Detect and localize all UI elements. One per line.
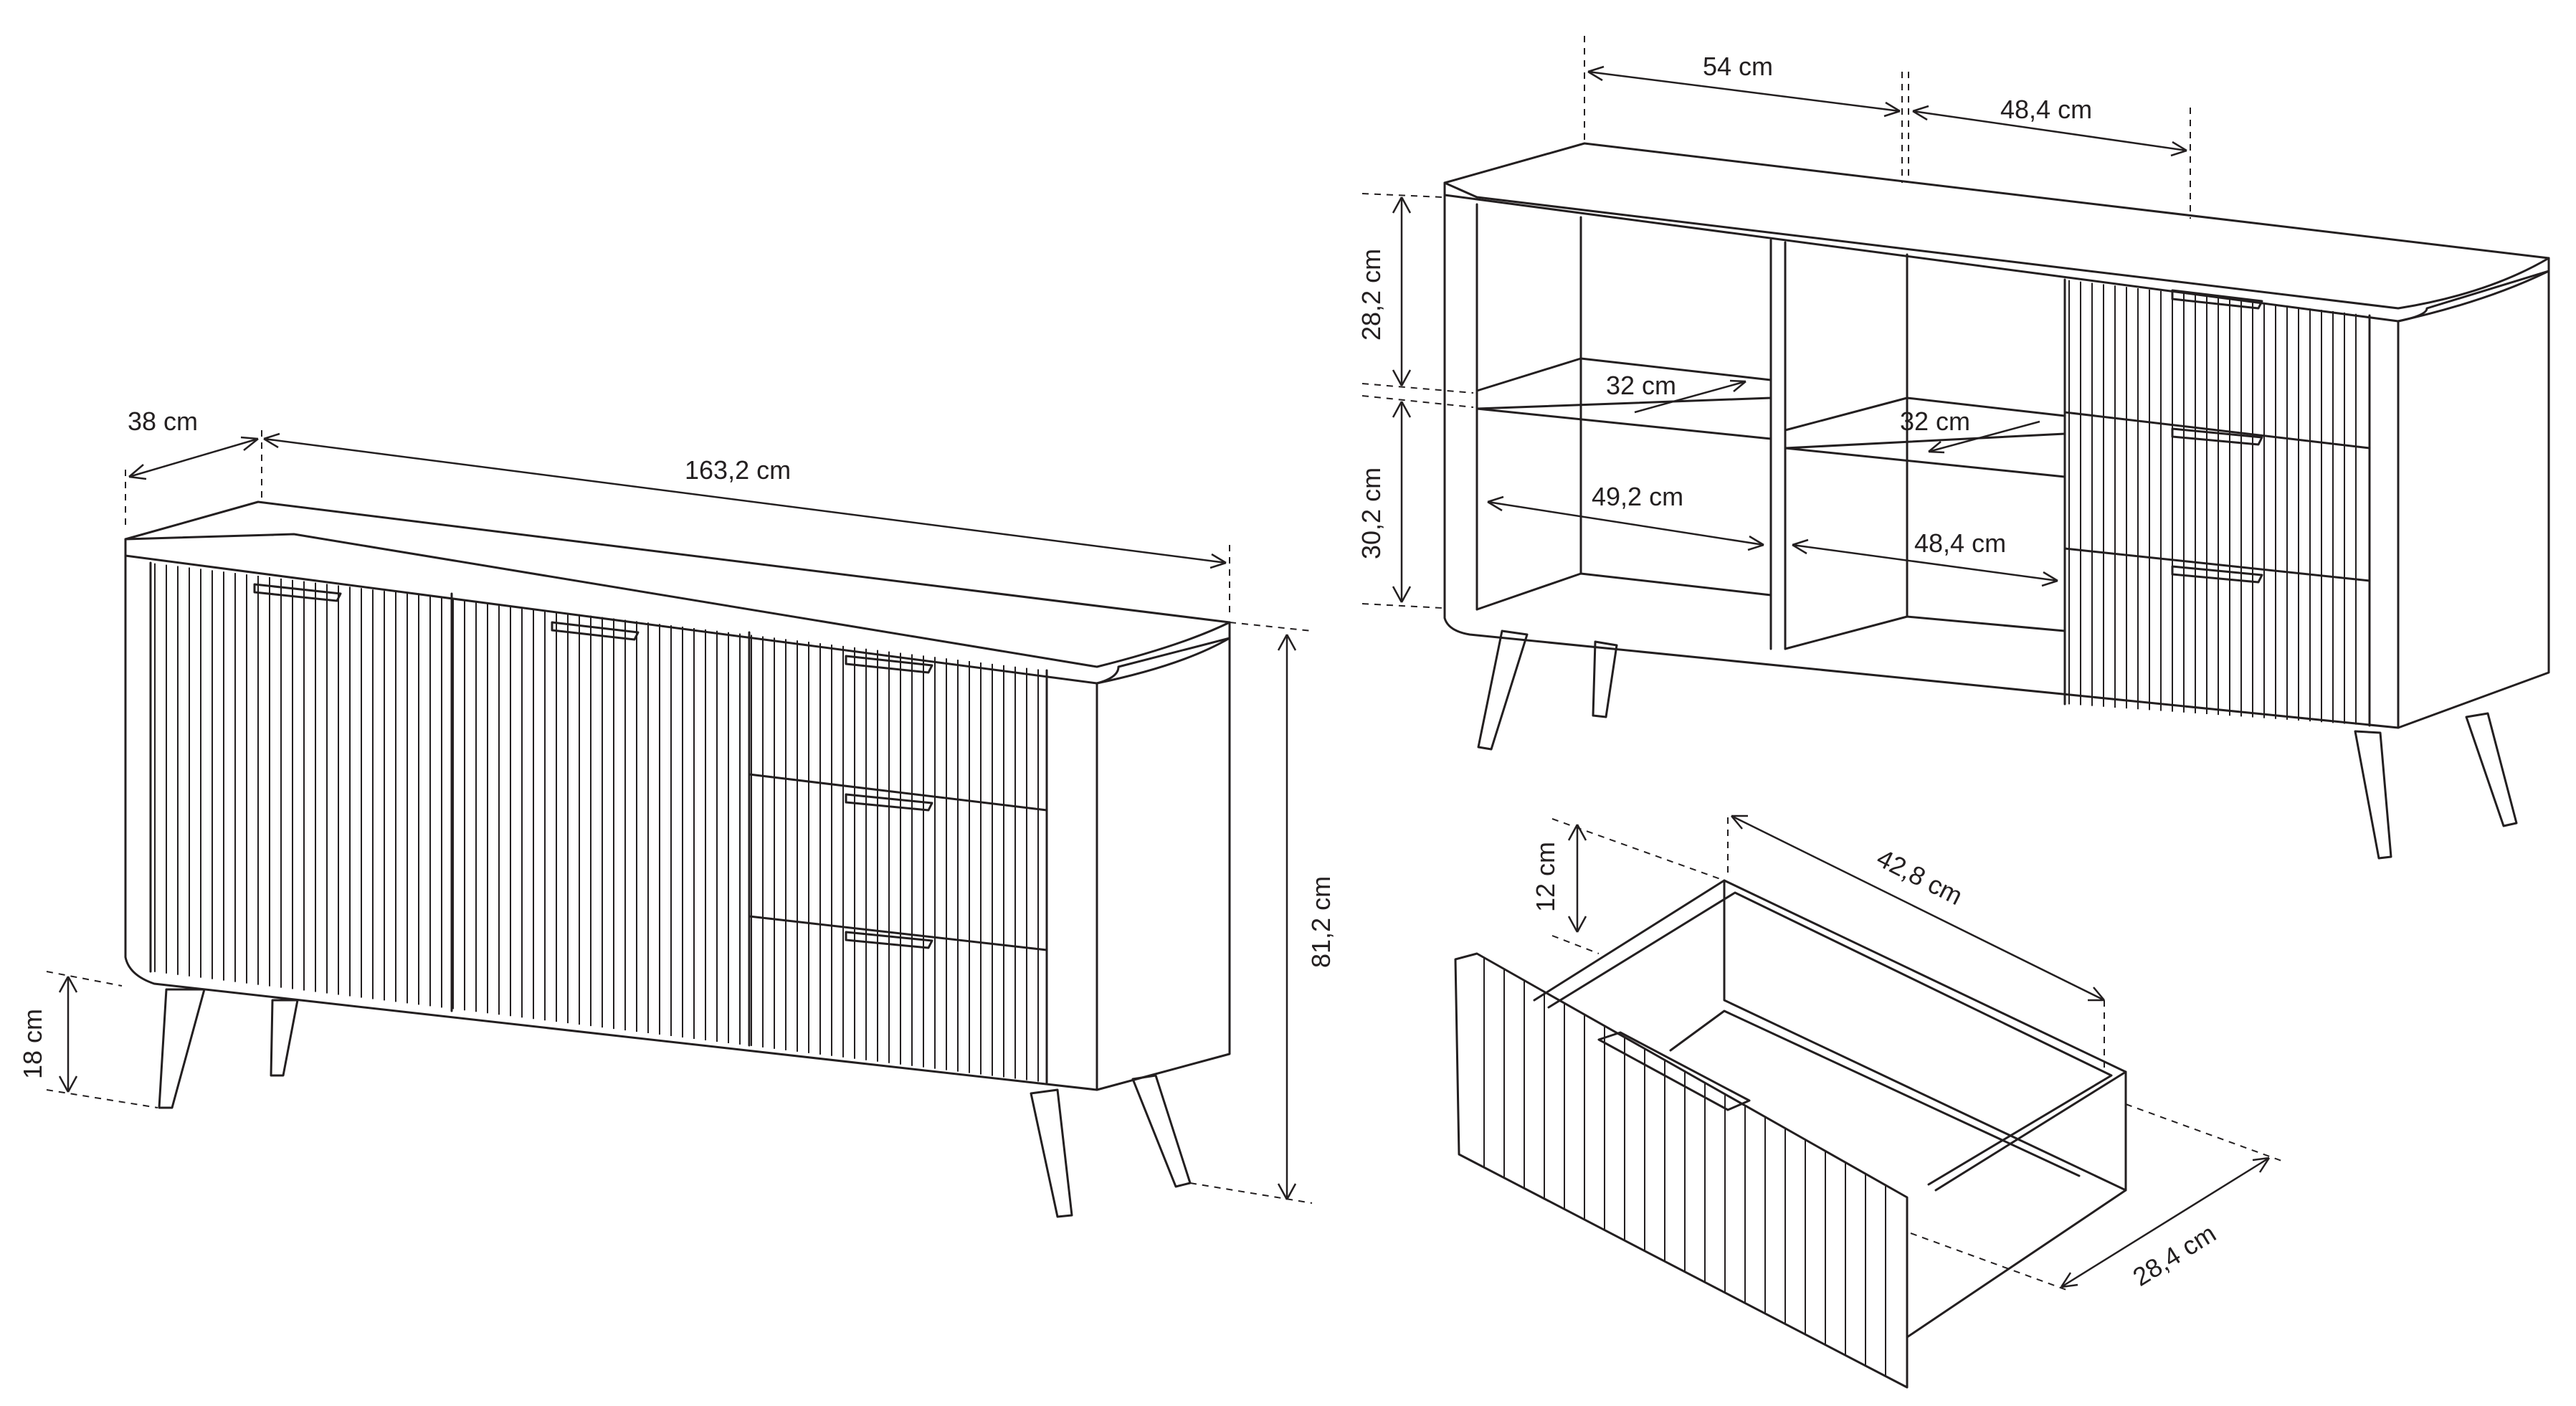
dimension-height: 81,2 cm	[1189, 622, 1336, 1204]
dim-drawer-height-label: 12 cm	[1531, 842, 1560, 912]
leg-back-right	[1131, 1074, 1192, 1188]
open-top-edge	[1443, 181, 2550, 323]
open-shelf-right-front	[1784, 447, 2066, 478]
dim-drawer-depth-label: 42,8 cm	[1872, 843, 1967, 911]
drawer-handle	[1597, 1031, 1751, 1111]
open-leg-back-right	[2465, 712, 2518, 827]
sideboard-top	[124, 500, 1231, 668]
dim-depth-label: 38 cm	[128, 407, 198, 436]
drawer-front	[1454, 952, 1909, 1389]
open-top	[1443, 142, 2550, 310]
dim-height-label: 81,2 cm	[1306, 876, 1336, 968]
dim-left-shelf-depth-label: 32 cm	[1606, 371, 1676, 400]
dim-right-section-label: 48,4 cm	[2000, 95, 2092, 124]
drawer-box-back	[1723, 879, 2127, 1192]
drawer-box-bottom	[1669, 1010, 2081, 1177]
dimension-depth: 38 cm	[125, 407, 262, 531]
open-center-divider	[1769, 239, 1787, 650]
dim-width-label: 163,2 cm	[685, 455, 791, 485]
dimension-right-section: 48,4 cm	[1912, 95, 2191, 219]
dim-lower-height-label: 30,2 cm	[1356, 467, 1386, 559]
door-handle-2	[551, 621, 640, 641]
open-bottom-interior	[1475, 572, 2066, 650]
dimension-drawer-height: 12 cm	[1531, 818, 1725, 954]
drawer-handle-3	[845, 931, 933, 949]
open-side-panel	[2397, 270, 2550, 729]
drawer-box-top	[1533, 879, 2127, 1192]
leg-back-left	[270, 999, 299, 1077]
dimension-inner-widths: 49,2 cm 48,4 cm	[1487, 482, 2058, 587]
open-leg-front-left	[1477, 630, 1529, 751]
open-body-outline	[1443, 194, 2400, 729]
drawer-box-inner	[1547, 891, 2113, 1186]
dimension-left-section: 54 cm	[1584, 36, 1909, 183]
drawer-divider-1	[748, 773, 1048, 812]
open-leg-front-right	[2354, 730, 2392, 860]
sideboard-front-outline	[124, 554, 1098, 1091]
dimension-leg-height: 18 cm	[18, 971, 158, 1108]
door-handle-1	[253, 583, 342, 602]
open-drawer-handles	[2171, 289, 2263, 584]
dimension-upper-height: 28,2 cm	[1356, 193, 1474, 394]
dimension-drawer-depth: 42,8 cm	[1727, 814, 2105, 1068]
drawer-box-side	[1906, 1189, 2127, 1339]
dimension-drawer-width: 28,4 cm	[1910, 1103, 2284, 1292]
dim-leg-height-label: 18 cm	[18, 1009, 47, 1079]
dim-right-inner-width-label: 48,4 cm	[1914, 528, 2006, 558]
leg-front-left	[158, 988, 206, 1109]
dim-drawer-width-label: 28,4 cm	[2128, 1218, 2221, 1292]
sideboard-front-view	[124, 500, 1231, 1218]
drawer-handle-2	[845, 793, 933, 812]
drawer-handle-1	[845, 655, 933, 674]
sideboard-open-view	[1443, 142, 2550, 860]
dim-left-inner-width-label: 49,2 cm	[1592, 482, 1683, 511]
sideboard-side-panel	[1095, 637, 1231, 1091]
dim-left-section-label: 54 cm	[1703, 52, 1773, 81]
dimension-width: 163,2 cm	[263, 432, 1230, 617]
open-fluted-pattern	[2068, 280, 2357, 725]
drawer-divider-2	[748, 915, 1048, 951]
fluted-front-pattern	[154, 563, 1039, 1082]
drawer-view	[1454, 879, 2127, 1389]
open-shelf-left-front	[1475, 407, 1772, 440]
dim-upper-height-label: 28,2 cm	[1356, 249, 1386, 341]
drawer-fluted-front	[1483, 957, 1886, 1377]
dimension-shelf-depths: 32 cm 32 cm	[1606, 371, 2040, 454]
open-leg-back-left	[1592, 640, 1618, 718]
open-drawer-dividers	[2063, 411, 2371, 582]
dim-right-shelf-depth-label: 32 cm	[1900, 407, 1970, 436]
dimension-lower-height: 30,2 cm	[1356, 395, 1474, 609]
open-drawer-column-edges	[2063, 278, 2371, 727]
open-shelf-left	[1475, 357, 1772, 410]
open-back-panel-edges	[1579, 216, 1909, 625]
leg-front-right	[1030, 1088, 1073, 1218]
